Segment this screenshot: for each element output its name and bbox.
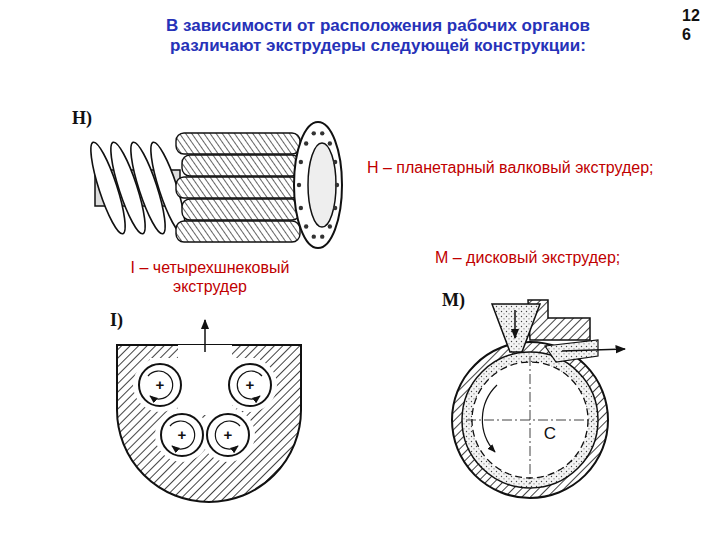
die-hole <box>333 206 337 210</box>
four-screw-extruder <box>139 364 181 406</box>
die-hole <box>335 183 339 187</box>
die-hole <box>299 160 303 164</box>
planetary-extruder <box>294 122 342 248</box>
planet-roller <box>176 133 300 154</box>
four-screw-extruder <box>117 320 301 502</box>
disc-extruder <box>452 342 608 498</box>
four-screw-extruder <box>201 408 255 462</box>
four-screw-extruder <box>161 414 203 456</box>
die-hole <box>304 224 308 228</box>
disc-extruder <box>452 300 625 498</box>
four-screw-extruder <box>170 421 195 449</box>
slide-title: В зависимости от расположения рабочих ор… <box>128 16 628 57</box>
die-hole <box>320 131 324 135</box>
four-screw-extruder <box>215 421 240 449</box>
four-screw-extruder <box>117 345 301 502</box>
disc-extruder <box>492 304 540 352</box>
four-screw-extruder <box>155 408 209 462</box>
four-screw-extruder <box>229 364 271 406</box>
die-hole <box>328 224 332 228</box>
figure-letter: Н) <box>72 108 106 130</box>
planetary-extruder <box>308 143 336 227</box>
planet-roller <box>176 133 300 242</box>
planet-roller <box>182 155 300 176</box>
figure-letter: I) <box>110 310 140 332</box>
four-screw-extruder <box>148 371 173 399</box>
die-hole <box>297 131 339 239</box>
four-screw-extruder <box>133 345 277 462</box>
rotation-sign: + <box>152 376 168 394</box>
disc-extruder <box>514 310 516 338</box>
die-hole <box>297 183 301 187</box>
four-screw-extruder <box>139 364 271 456</box>
die-hole <box>320 234 324 238</box>
die-hole <box>328 141 332 145</box>
four-screw-extruder <box>204 320 206 352</box>
caption-text: I – четырехшнековый экструдер <box>105 258 315 296</box>
disc-extruder <box>462 352 598 488</box>
disc-extruder <box>530 356 531 484</box>
four-screw-extruder <box>148 371 262 449</box>
die-hole <box>299 206 303 210</box>
planet-roller <box>176 221 300 242</box>
caption-text: М – дисковый экструдер; <box>435 248 669 267</box>
die-hole <box>304 141 308 145</box>
die-hole <box>333 160 337 164</box>
caption-text: Н – планетарный валковый экструдер; <box>367 158 669 177</box>
rotation-sign: + <box>220 426 236 444</box>
planet-roller <box>176 177 300 198</box>
disc-extruder <box>482 385 497 452</box>
planet-roller <box>182 199 300 220</box>
figure-letter: М) <box>442 290 476 312</box>
rotation-sign: + <box>242 376 258 394</box>
planetary-extruder <box>85 122 342 248</box>
die-hole <box>312 234 316 238</box>
four-screw-extruder <box>207 414 249 456</box>
disc-extruder <box>562 349 625 351</box>
die-hole <box>312 131 316 135</box>
part-letter: С <box>541 424 559 444</box>
rotation-sign: + <box>174 426 190 444</box>
page-number: 126 <box>682 6 706 44</box>
four-screw-extruder <box>237 371 262 399</box>
